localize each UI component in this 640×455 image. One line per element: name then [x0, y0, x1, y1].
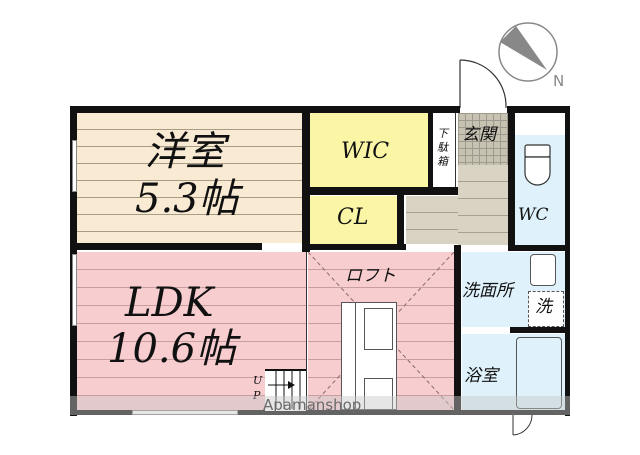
wall-western-ldk	[70, 243, 262, 250]
wall-wic-bottom	[302, 187, 458, 195]
wall-wic-right	[428, 106, 433, 195]
ldk-name: LDK	[125, 280, 214, 326]
room-hall	[458, 165, 508, 245]
ldk-size: 10.6帖	[107, 326, 237, 372]
stairs	[265, 369, 306, 411]
closet-label: CL	[337, 205, 369, 230]
bath-label: 浴室	[464, 366, 498, 386]
wall-wet-left	[454, 245, 461, 415]
shoe-box-label-1: 下	[437, 127, 448, 140]
laundry-label: 洗	[535, 297, 552, 317]
wc-upper-white	[515, 113, 565, 135]
toilet-icon	[524, 144, 551, 186]
shoe-box-label-2: 駄	[437, 141, 448, 154]
compass	[496, 20, 562, 86]
bath-door-swing	[512, 413, 533, 436]
watermark-strip	[70, 396, 570, 415]
wall-cl-right	[397, 195, 404, 250]
wic-label: WIC	[341, 139, 390, 164]
ldk-loft-divider	[306, 252, 307, 410]
wall-right	[565, 106, 570, 416]
wall-wc-bottom	[508, 245, 570, 251]
wall-wc-left	[508, 106, 515, 251]
room-western	[77, 113, 302, 243]
wall-bottom	[70, 410, 570, 415]
shoe-box-label-3: 箱	[437, 155, 448, 168]
entrance-door-swing	[459, 59, 507, 109]
loft-ladder-box-top	[364, 308, 393, 350]
stairs-label-p: P	[253, 389, 261, 402]
stairs-label-u: U	[253, 374, 263, 387]
wall-cl-bottom	[302, 244, 406, 250]
window-left-upper	[72, 140, 77, 192]
loft-ladder-box-bottom	[364, 378, 393, 410]
room-closet	[310, 196, 397, 244]
loft-ladder-rail	[355, 302, 356, 408]
wall-top-right	[507, 106, 570, 113]
compass-icon	[498, 22, 558, 82]
room-hall-lower	[406, 196, 458, 244]
wall-western-right	[302, 106, 310, 252]
loft-label: ロフト	[345, 266, 396, 286]
room-wic	[310, 113, 428, 187]
bathtub-icon	[516, 337, 562, 409]
room-shoe-box	[432, 113, 456, 187]
western-room-size: 5.3帖	[135, 176, 239, 222]
window-bottom-ldk	[132, 410, 238, 415]
wc-label: WC	[518, 205, 549, 225]
compass-north-label: N	[553, 72, 565, 90]
loft-ladder	[341, 302, 397, 410]
room-ldk	[77, 252, 307, 412]
entrance-label: 玄関	[462, 125, 496, 145]
stairs-arrow-icon	[268, 371, 301, 409]
room-entrance	[458, 113, 508, 165]
western-room-name: 洋室	[145, 129, 225, 175]
window-left-lower	[72, 254, 77, 326]
wall-wash-bath	[510, 327, 570, 333]
laundry-space	[528, 291, 564, 327]
wall-top	[70, 106, 460, 113]
washroom-label: 洗面所	[462, 281, 513, 301]
sink-icon	[530, 254, 556, 286]
watermark: Apamanshop	[263, 396, 362, 414]
